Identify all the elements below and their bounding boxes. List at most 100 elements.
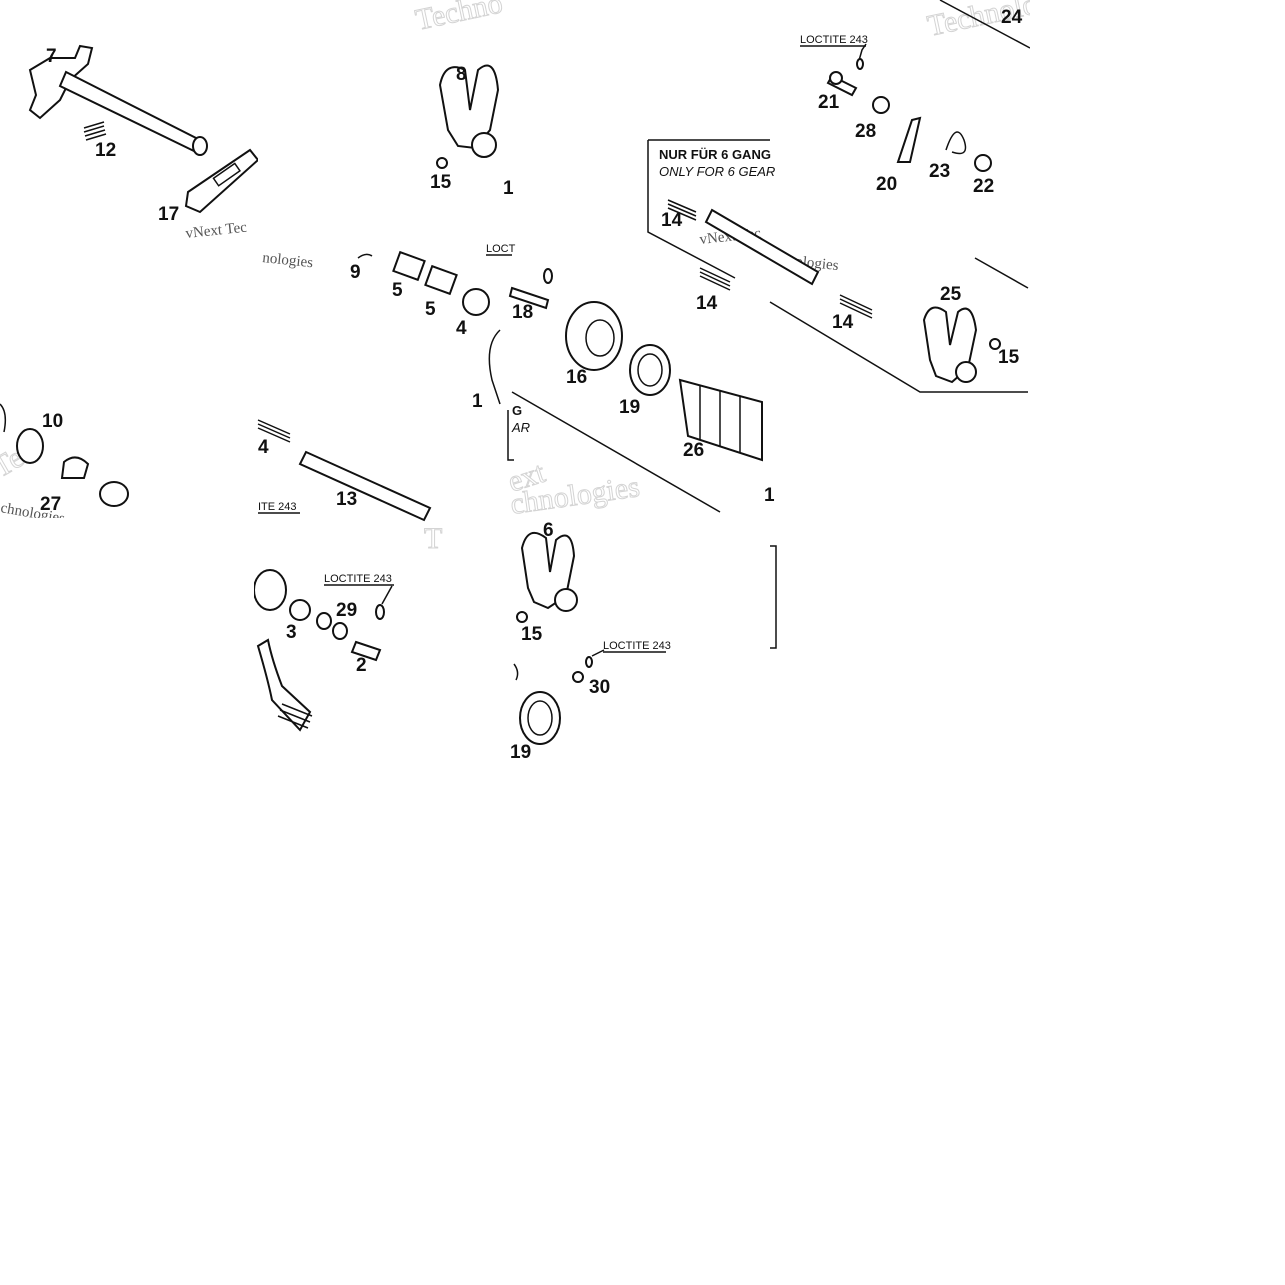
loctite-drop [375,604,385,620]
callout-25: 25 [940,284,962,305]
callout-10: 10 [42,411,63,432]
callout-26: 26 [683,440,704,461]
spring-12 [83,121,107,141]
washer [99,481,129,507]
shift-shaft [58,70,202,154]
six-gear-note-en: ONLY FOR 6 GEAR [659,164,775,179]
spring-23 [945,131,967,155]
callout-8: 8 [456,64,467,85]
bolt-18 [508,286,550,310]
callout-21: 21 [818,92,840,113]
callout-5: 5 [425,299,436,320]
seal-19 [629,344,671,396]
washer-29 [332,622,348,640]
shift-drum-group [511,301,763,513]
callout-27: 27 [40,494,61,515]
callout-15: 15 [430,172,452,193]
spring-14 [699,267,731,291]
callout-14: 14 [696,293,718,314]
needle-bearing-5 [424,264,458,296]
callout-6: 6 [543,520,554,541]
loctite-drop [585,656,593,668]
loctite-note: ITE 243 [258,501,297,513]
washer-3 [289,599,311,621]
guide-pin-15 [436,157,448,169]
callout-14: 14 [832,312,854,333]
callout-9: 9 [350,262,361,283]
callout-17: 17 [158,204,179,225]
six-gear-box-group [647,139,820,291]
shaft-end [192,136,208,156]
blank-region [0,518,254,775]
callout-24: 24 [1001,7,1023,28]
screw-30 [572,671,584,683]
callout-22: 22 [973,176,994,197]
guide-pin-15 [989,338,1001,350]
blank-region [258,0,414,238]
watermark-text: T [424,522,442,555]
callout-16: 16 [566,367,587,388]
blank-region [1030,0,1285,1285]
callout-18: 18 [512,302,533,323]
pedal-tip-grooves [277,703,313,729]
spring-4 [257,419,291,443]
callout-5: 5 [392,280,403,301]
callout-19: 19 [510,742,531,763]
loctite-note: LOCTITE 243 [603,640,671,652]
six-gear-note-fragment: G [512,403,522,418]
watermark-text: vNext Tec [185,220,248,242]
callout-layer: 7 12 17 8 15 1 21 28 20 23 22 24 14 14 1… [40,7,1023,763]
shift-fork-25-group [839,294,1001,384]
callout-29: 29 [336,600,357,621]
box-left-edge [647,140,736,279]
bearing-group [357,250,553,405]
part-edge [513,663,519,681]
callout-13: 13 [336,489,357,510]
bolt-21-head [829,71,843,85]
six-gear-note-fragment: AR [511,420,530,435]
housing-edge [769,301,1028,393]
plate-slot [212,162,241,187]
shift-plate-17 [184,148,260,214]
loctite-note: LOCT [486,243,516,255]
seal-19 [519,691,561,745]
callout-4: 4 [258,437,269,458]
blank-region [0,775,1030,1285]
callout-30: 30 [589,677,610,698]
loctite-drop [856,58,864,70]
housing-edge [511,391,721,513]
part-edge [0,403,7,433]
note-layer: LOCTITE 243 LOCT ITE 243 LOCTITE 243 LOC… [258,34,868,653]
loctite-note: LOCTITE 243 [800,34,868,46]
pedal-group [253,569,393,732]
lever-20 [896,116,922,163]
small-parts-group [769,0,1031,393]
shift-star-hub [585,319,615,357]
retainer-group [0,403,129,507]
shift-lever-1 [488,329,501,405]
ring-4 [462,288,490,316]
callout-2: 2 [356,655,367,676]
shift-fork-8-group [436,64,500,169]
callout-3: 3 [286,622,297,643]
loctite-note: LOCTITE 243 [324,573,392,585]
drum-grooves [699,386,741,452]
shaft-13-group [257,419,432,522]
pedal-pivot [253,569,287,611]
bolt-2 [350,640,382,662]
housing-edge [974,257,1029,289]
callout-1: 1 [472,391,483,412]
callout-14: 14 [661,210,683,231]
washer-29 [316,612,332,630]
callout-1: 1 [503,178,514,199]
callout-12: 12 [95,140,116,161]
shift-fork-6-group [513,531,777,745]
spring-14 [667,199,697,221]
watermark-text: Techno [413,0,506,37]
roller-22 [974,154,992,172]
seal-inner [527,700,553,736]
loctite-leader [591,649,605,657]
shift-fork-8 [438,64,500,150]
shaft-13-b [704,208,820,286]
